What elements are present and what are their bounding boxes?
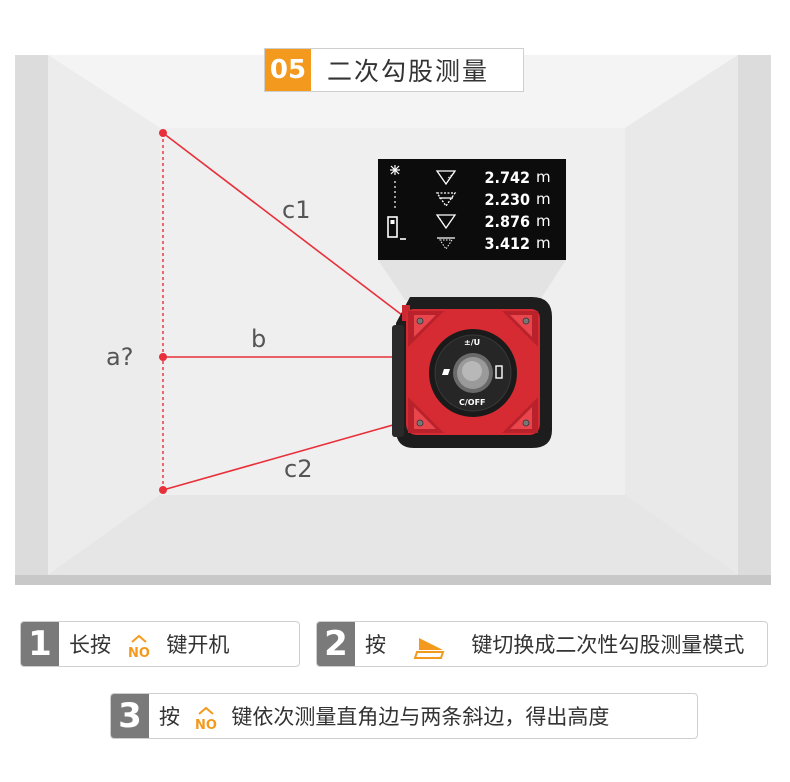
laser-top-triangle-icon bbox=[435, 170, 457, 186]
badge-number: 05 bbox=[265, 49, 311, 91]
step-3: 3 按 NO 键依次测量直角边与两条斜边，得出高度 bbox=[110, 693, 698, 739]
lcd-value: 3.412 bbox=[484, 233, 530, 253]
step-text: 长按 NO 键开机 bbox=[59, 629, 229, 660]
laser-mid-triangle-icon bbox=[435, 192, 457, 208]
laser-bottom-triangle-icon bbox=[435, 214, 457, 230]
fold-mode-icon bbox=[413, 637, 445, 659]
label-a: a? bbox=[106, 343, 134, 371]
step-number: 2 bbox=[317, 622, 355, 666]
height-result-icon bbox=[437, 237, 455, 250]
step-text: 按 NO 键依次测量直角边与两条斜边，得出高度 bbox=[149, 701, 609, 732]
step-before: 按 bbox=[365, 632, 386, 657]
label-c2: c2 bbox=[284, 455, 313, 483]
step-before: 长按 bbox=[69, 632, 111, 657]
lcd-unit: m bbox=[536, 212, 551, 230]
laser-point-top bbox=[159, 129, 167, 137]
laser-c1 bbox=[162, 132, 403, 316]
step-badge: 05 二次勾股测量 bbox=[264, 48, 524, 92]
step-text: 按 键切换成二次性勾股测量模式 bbox=[355, 629, 744, 660]
lcd-value: 2.230 bbox=[484, 189, 530, 209]
label-c1: c1 bbox=[282, 196, 311, 224]
step-after: 键开机 bbox=[166, 632, 230, 657]
laser-c2 bbox=[162, 422, 401, 491]
label-b: b bbox=[251, 325, 267, 353]
lcd-value: 2.742 bbox=[484, 167, 530, 187]
step-after: 键切换成二次性勾股测量模式 bbox=[471, 632, 745, 657]
badge-title: 二次勾股测量 bbox=[327, 57, 490, 86]
measure-no-icon-text: NO bbox=[128, 646, 150, 660]
step-after: 键依次测量直角边与两条斜边，得出高度 bbox=[231, 704, 610, 729]
lcd-row: 2.742 m bbox=[434, 167, 562, 187]
step-1: 1 长按 NO 键开机 bbox=[20, 621, 300, 667]
lcd-display: 2.742 m 2.230 m 2.876 m 3.412 m bbox=[378, 159, 566, 260]
measure-no-icon: NO bbox=[195, 706, 217, 732]
lcd-unit: m bbox=[536, 190, 551, 208]
device-body bbox=[392, 297, 552, 448]
top-button-label: ±/U bbox=[464, 338, 481, 347]
lcd-row: 3.412 m bbox=[434, 233, 562, 253]
step-before: 按 bbox=[159, 704, 180, 729]
step-number: 3 bbox=[111, 694, 149, 738]
lcd-row: 2.230 m bbox=[434, 189, 562, 209]
step-2: 2 按 键切换成二次性勾股测量模式 bbox=[316, 621, 768, 667]
lcd-value: 2.876 bbox=[484, 211, 530, 231]
measure-no-icon-text: NO bbox=[195, 718, 217, 732]
lcd-unit: m bbox=[536, 168, 551, 186]
step-number: 1 bbox=[21, 622, 59, 666]
laser-point-mid bbox=[159, 353, 167, 361]
lcd-side-icons bbox=[387, 165, 406, 240]
laser-point-bottom bbox=[159, 486, 167, 494]
laser-measure-device: ±/U C/OFF bbox=[392, 295, 554, 450]
lcd-row: 2.876 m bbox=[434, 211, 562, 231]
bottom-button-label: C/OFF bbox=[459, 398, 486, 407]
measure-no-icon: NO bbox=[128, 634, 150, 660]
lcd-unit: m bbox=[536, 234, 551, 252]
